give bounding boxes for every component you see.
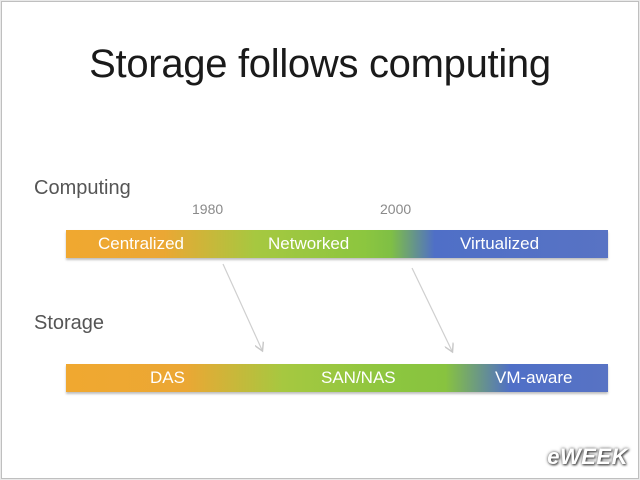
segment-vm-aware: VM-aware	[495, 368, 573, 387]
storage-label: Storage	[34, 312, 105, 334]
arrow-2000	[411, 267, 452, 351]
segment-virtualized: Virtualized	[460, 234, 540, 253]
slide-title: Storage follows computing	[89, 42, 551, 86]
arrow-1980	[222, 263, 262, 350]
year-1980: 1980	[192, 201, 224, 217]
segment-das: DAS	[150, 368, 185, 387]
computing-label: Computing	[34, 177, 131, 199]
eweek-logo: eWEEK	[547, 444, 628, 469]
segment-networked: Networked	[268, 234, 350, 253]
segment-san-nas: SAN/NAS	[321, 368, 396, 387]
computing-timeline-bar: Centralized Networked Virtualized	[66, 230, 608, 258]
year-2000: 2000	[380, 201, 412, 217]
storage-timeline-bar: DAS SAN/NAS VM-aware	[66, 364, 608, 392]
segment-centralized: Centralized	[98, 234, 184, 253]
